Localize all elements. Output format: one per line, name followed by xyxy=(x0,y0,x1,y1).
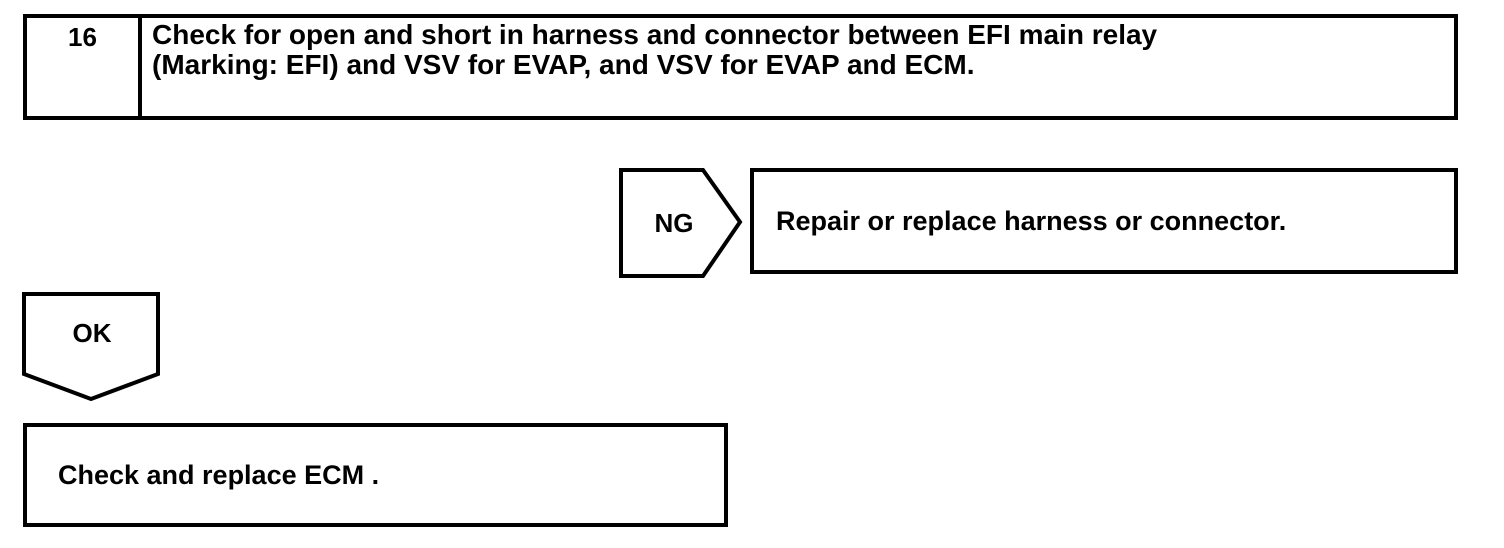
step-box: 16 Check for open and short in harness a… xyxy=(23,14,1458,120)
ok-pentagon-outline xyxy=(22,292,160,402)
ok-connector-shape xyxy=(22,292,160,402)
step-number-cell: 16 xyxy=(27,18,142,116)
step-instruction-line: Check for open and short in harness and … xyxy=(152,19,1158,50)
step-instruction-line: (Marking: EFI) and VSV for EVAP, and VSV… xyxy=(152,49,975,80)
ng-connector-shape xyxy=(619,168,743,278)
ng-action-box: Repair or replace harness or connector. xyxy=(750,168,1458,274)
ok-action-text: Check and replace ECM . xyxy=(58,459,380,490)
ok-connector-label: OK xyxy=(72,317,112,348)
step-number: 16 xyxy=(68,22,97,52)
step-instruction: Check for open and short in harness and … xyxy=(142,18,1454,116)
ng-pentagon-outline xyxy=(619,168,743,278)
ng-action-text: Repair or replace harness or connector. xyxy=(776,205,1287,236)
ok-action-box: Check and replace ECM . xyxy=(23,423,728,527)
ng-connector-label: NG xyxy=(654,207,694,238)
